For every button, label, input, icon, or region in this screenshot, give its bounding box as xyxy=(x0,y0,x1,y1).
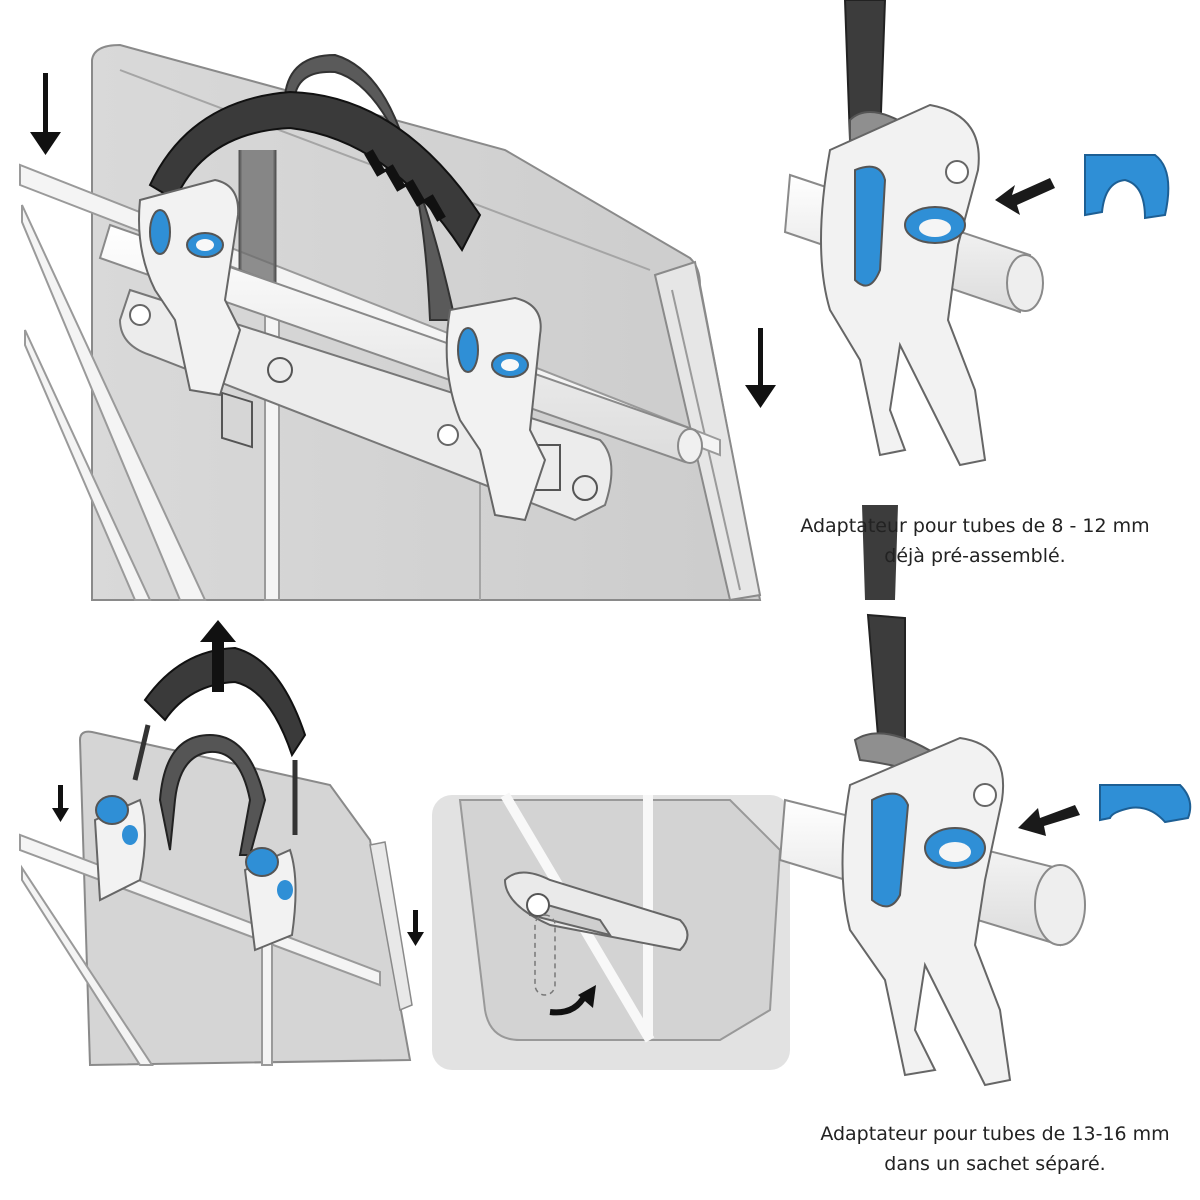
caption-line: Adaptateur pour tubes de 8 - 12 mm xyxy=(800,515,1150,537)
caption-line: Adaptateur pour tubes de 13-16 mm xyxy=(820,1123,1170,1145)
pannier-front-flap xyxy=(653,260,762,602)
down-arrow-icon xyxy=(407,910,424,946)
blue-adapter-insert-large xyxy=(1099,784,1192,824)
main-mounting-illustration xyxy=(19,43,776,602)
lifted-handle xyxy=(143,646,307,758)
mounting-hook-left xyxy=(129,178,242,397)
blue-adapter-insert-small xyxy=(1084,154,1170,220)
carrying-handle xyxy=(148,90,482,252)
removal-illustration xyxy=(19,620,424,1067)
large-adapter-detail xyxy=(778,505,1192,1087)
push-arrow-icon xyxy=(995,178,1055,215)
lock-lever-inset xyxy=(432,792,790,1070)
large-tube-adapter-caption: Adaptateur pour tubes de 13-16 mm dans u… xyxy=(790,1119,1200,1179)
caption-line: dans un sachet séparé. xyxy=(884,1153,1106,1175)
small-tube-adapter-caption: Adaptateur pour tubes de 8 - 12 mm déjà … xyxy=(770,511,1180,571)
down-arrow-icon xyxy=(30,73,61,155)
mounting-hook-right xyxy=(437,296,547,522)
down-arrow-icon xyxy=(745,328,776,408)
down-arrow-icon xyxy=(52,785,69,822)
small-adapter-detail xyxy=(783,0,1170,467)
up-arrow-icon xyxy=(200,620,236,692)
push-arrow-icon xyxy=(1018,805,1080,836)
curved-arrow-icon xyxy=(549,985,596,1016)
caption-line: déjà pré-assemblé. xyxy=(884,545,1066,567)
